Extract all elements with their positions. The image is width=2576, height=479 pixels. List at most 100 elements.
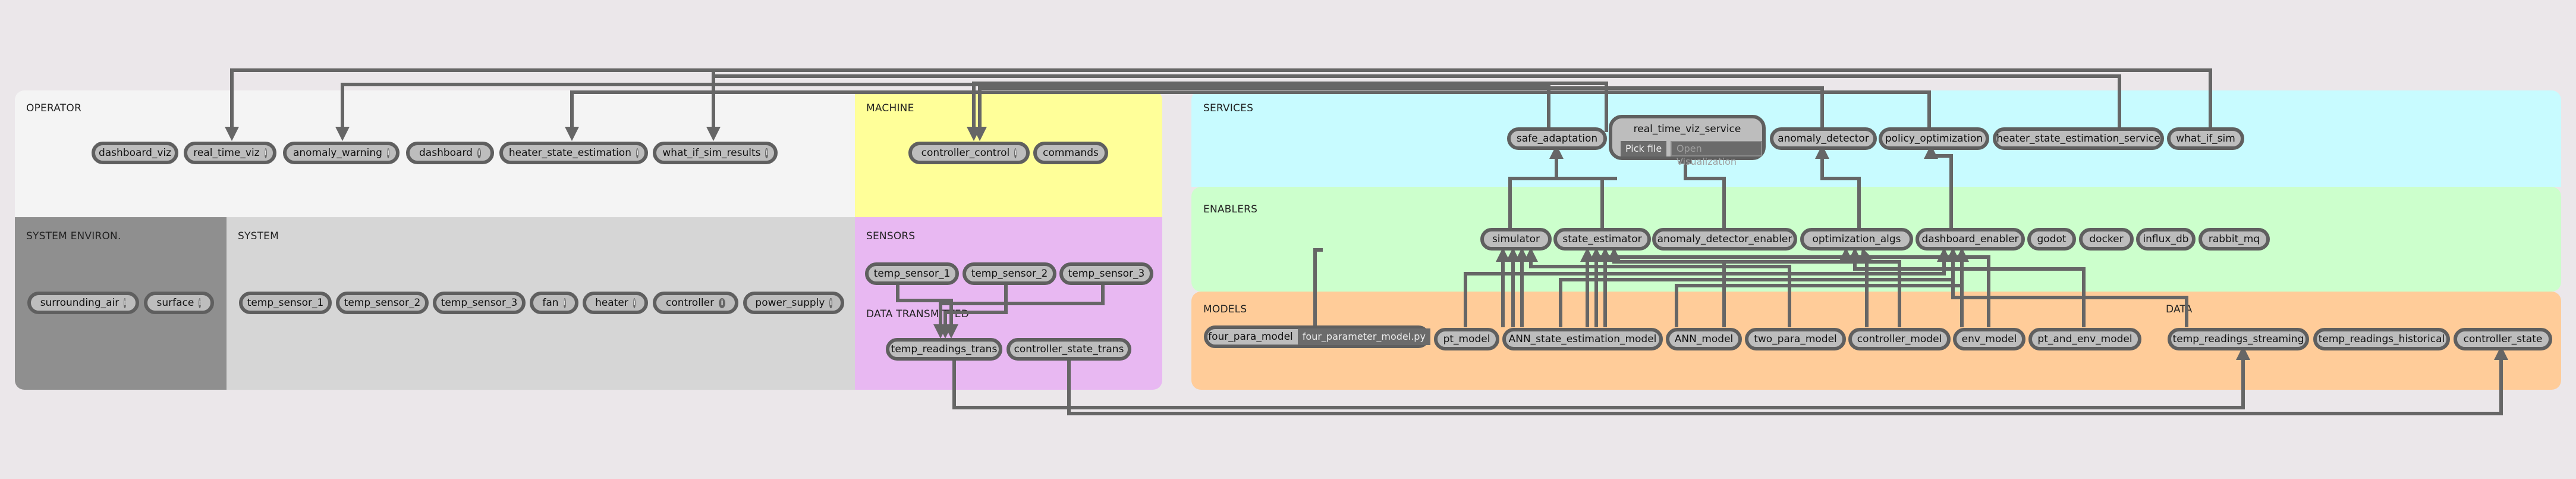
node-label: anomaly_detector <box>1778 133 1869 145</box>
node-sensor-temp-1[interactable]: temp_sensor_1 <box>865 262 959 285</box>
node-label: controller_control <box>921 147 1010 159</box>
node-dashboard-enabler[interactable]: dashboard_enabler <box>1916 228 2025 251</box>
operator-title: OPERATOR <box>26 102 81 114</box>
pick-file-button[interactable]: Pick file <box>1621 141 1667 156</box>
node-temp-readings-trans[interactable]: temp_readings_trans <box>886 338 1002 361</box>
info-icon[interactable]: i <box>1014 148 1017 158</box>
node-label: state_estimator <box>1562 233 1642 245</box>
open-visualization-button[interactable]: Open Visualization <box>1671 141 1762 167</box>
data-title: DATA <box>2166 303 2193 315</box>
node-controller[interactable]: controller i <box>653 292 738 314</box>
node-label: commands <box>1043 147 1099 159</box>
node-heater-state-estimation[interactable]: heater_state_estimation i <box>499 142 648 164</box>
node-label: two_para_model <box>1754 333 1837 345</box>
node-docker[interactable]: docker <box>2079 228 2134 251</box>
node-label: godot <box>2037 233 2067 245</box>
node-real-time-viz-service[interactable]: real_time_viz_service Pick file Open Vis… <box>1609 115 1766 167</box>
node-two-para-model[interactable]: two_para_model <box>1745 328 1846 350</box>
node-four-para-model[interactable]: four_para_model four_parameter_model.py <box>1204 325 1430 348</box>
node-label: temp_readings_streaming <box>2172 333 2304 345</box>
node-controller-model[interactable]: controller_model <box>1848 328 1951 350</box>
info-icon[interactable]: i <box>563 298 566 308</box>
info-icon[interactable]: i <box>264 148 267 158</box>
node-label: temp_sensor_3 <box>441 297 518 309</box>
node-label: surrounding_air <box>40 297 119 309</box>
services-title: SERVICES <box>1203 102 1254 114</box>
node-label: temp_sensor_2 <box>344 297 421 309</box>
node-commands[interactable]: commands <box>1033 142 1108 164</box>
node-dashboard-viz[interactable]: dashboard_viz <box>92 142 178 164</box>
node-label: controller <box>666 297 715 309</box>
node-controller-state[interactable]: controller_state <box>2454 328 2552 350</box>
node-label: what_if_sim <box>2176 133 2235 145</box>
node-temp-readings-historical[interactable]: temp_readings_historical <box>2313 328 2450 350</box>
info-icon[interactable]: i <box>765 148 768 158</box>
node-label: anomaly_warning <box>292 147 382 159</box>
info-icon[interactable]: i <box>633 298 636 308</box>
machine-title: MACHINE <box>866 102 914 114</box>
node-label: optimization_algs <box>1812 233 1901 245</box>
node-label: env_model <box>1961 333 2017 345</box>
node-optimization-algs[interactable]: optimization_algs <box>1800 228 1913 251</box>
info-icon[interactable]: i <box>386 148 390 158</box>
node-label: temp_sensor_1 <box>247 297 324 309</box>
node-what-if-sim[interactable]: what_if_sim <box>2167 127 2244 150</box>
node-godot[interactable]: godot <box>2027 228 2076 251</box>
node-label: ANN_state_estimation_model <box>1508 333 1657 345</box>
node-ann-state-estimation-model[interactable]: ANN_state_estimation_model <box>1502 328 1663 350</box>
node-anomaly-detector[interactable]: anomaly_detector <box>1770 127 1877 150</box>
system-env-title: SYSTEM ENVIRON. <box>26 230 121 242</box>
node-controller-state-trans[interactable]: controller_state_trans <box>1007 338 1131 361</box>
node-heater-state-estimation-service[interactable]: heater_state_estimation_service <box>1993 127 2164 150</box>
node-label: temp_readings_trans <box>891 343 998 355</box>
info-icon[interactable]: i <box>719 298 725 308</box>
models-title: MODELS <box>1203 303 1247 315</box>
enablers-title: ENABLERS <box>1203 204 1258 215</box>
node-label: heater_state_estimation <box>508 147 631 159</box>
file-chip[interactable]: four_parameter_model.py <box>1297 328 1430 345</box>
node-temp-readings-streaming[interactable]: temp_readings_streaming <box>2168 328 2309 350</box>
node-state-estimator[interactable]: state_estimator <box>1553 228 1651 251</box>
node-controller-control[interactable]: controller_control i <box>908 142 1030 164</box>
node-pt-and-env-model[interactable]: pt_and_env_model <box>2028 328 2141 350</box>
node-rabbit-mq[interactable]: rabbit_mq <box>2198 228 2270 251</box>
node-surrounding-air[interactable]: surrounding_air i <box>27 292 139 314</box>
node-label: pt_and_env_model <box>2037 333 2132 345</box>
node-surface[interactable]: surface i <box>144 292 214 314</box>
node-label: heater <box>595 297 628 309</box>
node-ann-model[interactable]: ANN_model <box>1666 328 1742 350</box>
node-pt-model[interactable]: pt_model <box>1434 328 1499 350</box>
info-icon[interactable]: i <box>477 148 481 158</box>
node-label: four_para_model <box>1208 331 1293 343</box>
node-sensor-temp-2[interactable]: temp_sensor_2 <box>963 262 1056 285</box>
node-label: power_supply <box>755 297 825 309</box>
node-label: fan <box>542 297 559 309</box>
info-icon[interactable]: i <box>829 298 832 308</box>
info-icon[interactable]: i <box>636 148 639 158</box>
node-policy-optimization[interactable]: policy_optimization <box>1879 127 1989 150</box>
node-label: policy_optimization <box>1885 133 1983 145</box>
info-icon[interactable]: i <box>199 298 202 308</box>
node-power-supply[interactable]: power_supply i <box>743 292 844 314</box>
node-influx-db[interactable]: influx_db <box>2136 228 2196 251</box>
node-label: surface <box>156 297 194 309</box>
node-label: safe_adaptation <box>1516 133 1598 145</box>
node-anomaly-warning[interactable]: anomaly_warning i <box>283 142 400 164</box>
node-system-temp-sensor-1[interactable]: temp_sensor_1 <box>239 292 332 314</box>
node-safe-adaptation[interactable]: safe_adaptation <box>1507 127 1607 150</box>
node-system-temp-sensor-2[interactable]: temp_sensor_2 <box>336 292 429 314</box>
node-env-model[interactable]: env_model <box>1953 328 2025 350</box>
node-sensor-temp-3[interactable]: temp_sensor_3 <box>1059 262 1153 285</box>
info-icon[interactable]: i <box>124 298 127 308</box>
node-system-temp-sensor-3[interactable]: temp_sensor_3 <box>433 292 526 314</box>
node-anomaly-detector-enabler[interactable]: anomaly_detector_enabler <box>1652 228 1797 251</box>
data-transmitted-title: DATA TRANSMITTED <box>866 308 970 320</box>
node-simulator[interactable]: simulator <box>1480 228 1552 251</box>
service-title: real_time_viz_service <box>1633 123 1741 135</box>
node-label: anomaly_detector_enabler <box>1657 233 1792 245</box>
